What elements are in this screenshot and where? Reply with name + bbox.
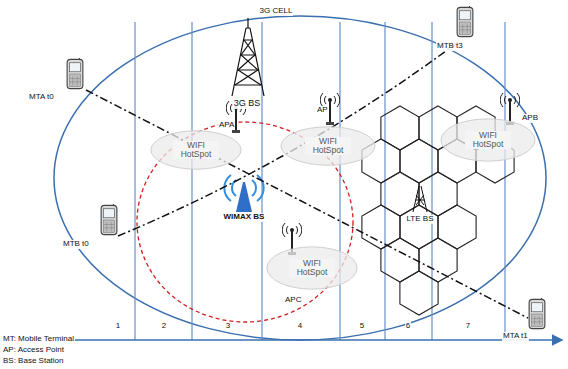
axis-arrow (60, 339, 562, 341)
zone-lines (135, 22, 505, 340)
diagram-label: 3G BS (233, 99, 262, 109)
wifi-hotspot: WIFI HotSpot (280, 126, 376, 166)
wimax-coverage (137, 122, 353, 322)
lte-hexagon (400, 139, 438, 183)
diagram-label: BS: Base Station (2, 357, 64, 366)
3g-cell-ellipse (54, 16, 546, 340)
mobile-terminal (529, 296, 545, 329)
diagram-label: WIMAX BS (223, 213, 266, 222)
lte-hexagon (400, 271, 438, 315)
lte-tower (413, 186, 427, 212)
diagram-label: 4 (297, 322, 303, 331)
hotspot-label: WIFI HotSpot (305, 137, 351, 156)
diagram-label: 1 (115, 322, 121, 331)
mobile-terminal (457, 4, 473, 37)
diagram-label: MTB t3 (436, 42, 464, 51)
mobile-terminal (67, 56, 83, 89)
hotspot-label: WIFI HotSpot (289, 259, 335, 278)
diagram-label: APC (284, 296, 302, 305)
diagram-label: MT: Mobile Terminal (2, 335, 75, 344)
diagram-label: AP (316, 106, 329, 115)
lte-hexagon (381, 106, 419, 150)
diagram-label: 3 (225, 322, 231, 331)
diagram-label: 7 (465, 322, 471, 331)
diagram-label: 5 (359, 322, 365, 331)
diagram-label: LTE BS (406, 215, 435, 224)
diagram-label: 2 (161, 322, 167, 331)
mobile-terminal (101, 202, 117, 235)
diagram-label: MTA t0 (28, 93, 55, 102)
lte-hexagon (400, 205, 438, 249)
diagram-label: MTB t0 (62, 240, 90, 249)
lte-hexagon (438, 205, 476, 249)
lte-cells (362, 106, 514, 315)
diagram-label: MTA t1 (502, 332, 529, 341)
diagram-label: APB (521, 114, 539, 123)
diagram-label: 3G CELL (259, 7, 294, 16)
lte-hexagon (419, 238, 457, 282)
mobility-paths (86, 42, 528, 318)
wifi-hotspot: WIFI HotSpot (266, 246, 358, 290)
diagram-label: APA (218, 121, 235, 130)
3g-tower (232, 18, 264, 96)
hotspot-label: WIFI HotSpot (173, 141, 219, 160)
diagram-label: AP: Access Point (2, 346, 65, 355)
hotspot-label: WIFI HotSpot (465, 131, 511, 150)
wimax-tower (224, 175, 263, 212)
lte-hexagon (419, 172, 457, 216)
wifi-hotspot: WIFI HotSpot (440, 118, 536, 162)
diagram-label: 6 (405, 322, 411, 331)
wifi-hotspot: WIFI HotSpot (150, 130, 242, 170)
